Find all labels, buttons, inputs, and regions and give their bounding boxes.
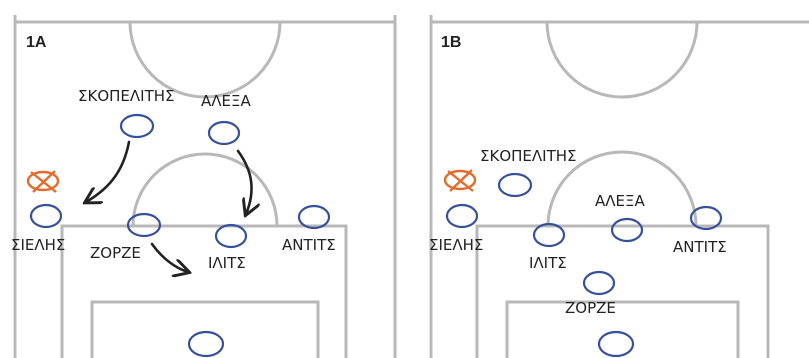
- removed-player-marker: [26, 170, 60, 193]
- player-label: ΙΛΙΤΣ: [208, 254, 246, 272]
- panel-1a: 1A ΣΚΟΠΕΛΙΤΗΣ ΑΛΕΞΑ ΣΙΕΛΗΣ ΖΟΡΖΕ ΙΛΙΤ: [11, 15, 397, 358]
- player-alexa: ΑΛΕΞΑ: [595, 192, 645, 243]
- player-zorze: ΖΟΡΖΕ: [565, 270, 616, 317]
- goal-area: [90, 300, 320, 358]
- panel-1b: 1B ΣΚΟΠΕΛΙΤΗΣ ΑΛΕΞΑ ΣΙΕΛΗΣ ΙΛΙΤΣ ΑΝΤΙ: [429, 15, 809, 358]
- crossed-circle-icon: [26, 170, 60, 193]
- removed-player-marker: [443, 169, 477, 192]
- player-label: ΑΛΕΞΑ: [595, 192, 645, 210]
- player-marker: [597, 330, 635, 358]
- player-label: ΣΙΕΛΗΣ: [11, 236, 65, 254]
- player-marker: [689, 205, 723, 231]
- player-goalkeeper: [597, 330, 635, 358]
- player-label: ΑΝΤΙΤΣ: [282, 236, 336, 254]
- player-label: ΣΚΟΠΕΛΙΤΗΣ: [78, 87, 174, 105]
- player-marker: [214, 223, 248, 249]
- player-ilits: ΙΛΙΤΣ: [529, 222, 567, 272]
- player-skopelitis: ΣΚΟΠΕΛΙΤΗΣ: [78, 87, 174, 139]
- player-sielis: ΣΙΕΛΗΣ: [11, 203, 65, 254]
- player-marker: [532, 222, 566, 248]
- center-circle: [128, 21, 282, 99]
- player-label: ΙΛΙΤΣ: [529, 254, 567, 272]
- player-label: ΖΟΡΖΕ: [90, 244, 141, 262]
- player-label: ΣΙΕΛΗΣ: [429, 236, 483, 254]
- player-antits: ΑΝΤΙΤΣ: [673, 205, 727, 256]
- crossed-circle-icon: [443, 169, 477, 192]
- player-label: ΑΝΤΙΤΣ: [673, 238, 727, 256]
- curved-arrow-icon: [236, 149, 252, 214]
- penalty-arc: [131, 152, 279, 227]
- player-label: ΑΛΕΞΑ: [201, 92, 251, 110]
- player-marker: [582, 270, 616, 296]
- player-ilits: ΙΛΙΤΣ: [208, 223, 248, 272]
- penalty-arc: [546, 150, 698, 227]
- movement-arrows: [86, 140, 252, 272]
- pitch-lines-1a: [13, 15, 397, 358]
- penalty-box: [60, 224, 348, 358]
- player-zorze: ΖΟΡΖΕ: [90, 212, 162, 262]
- player-marker: [445, 203, 479, 229]
- player-label: ΖΟΡΖΕ: [565, 299, 616, 317]
- player-sielis: ΣΙΕΛΗΣ: [429, 203, 483, 254]
- player-skopelitis: ΣΚΟΠΕΛΙΤΗΣ: [480, 147, 576, 198]
- player-marker: [297, 204, 331, 230]
- player-marker: [126, 212, 162, 238]
- player-antits: ΑΝΤΙΤΣ: [282, 204, 336, 254]
- player-marker: [610, 217, 644, 243]
- center-circle: [545, 21, 699, 99]
- curved-arrow-icon: [86, 140, 131, 202]
- player-goalkeeper: [187, 330, 225, 358]
- goal-area: [505, 300, 740, 358]
- player-label: ΣΚΟΠΕΛΙΤΗΣ: [480, 147, 576, 165]
- player-alexa: ΑΛΕΞΑ: [201, 92, 251, 146]
- player-marker: [207, 120, 241, 146]
- player-marker: [119, 113, 155, 139]
- panel-title: 1B: [441, 34, 461, 51]
- pitch-lines-1b: [429, 15, 809, 358]
- player-marker: [497, 172, 533, 198]
- curved-arrow-icon: [150, 242, 188, 272]
- player-marker: [29, 203, 63, 229]
- player-marker: [187, 330, 225, 358]
- penalty-box: [475, 224, 770, 358]
- panel-title: 1A: [26, 34, 47, 51]
